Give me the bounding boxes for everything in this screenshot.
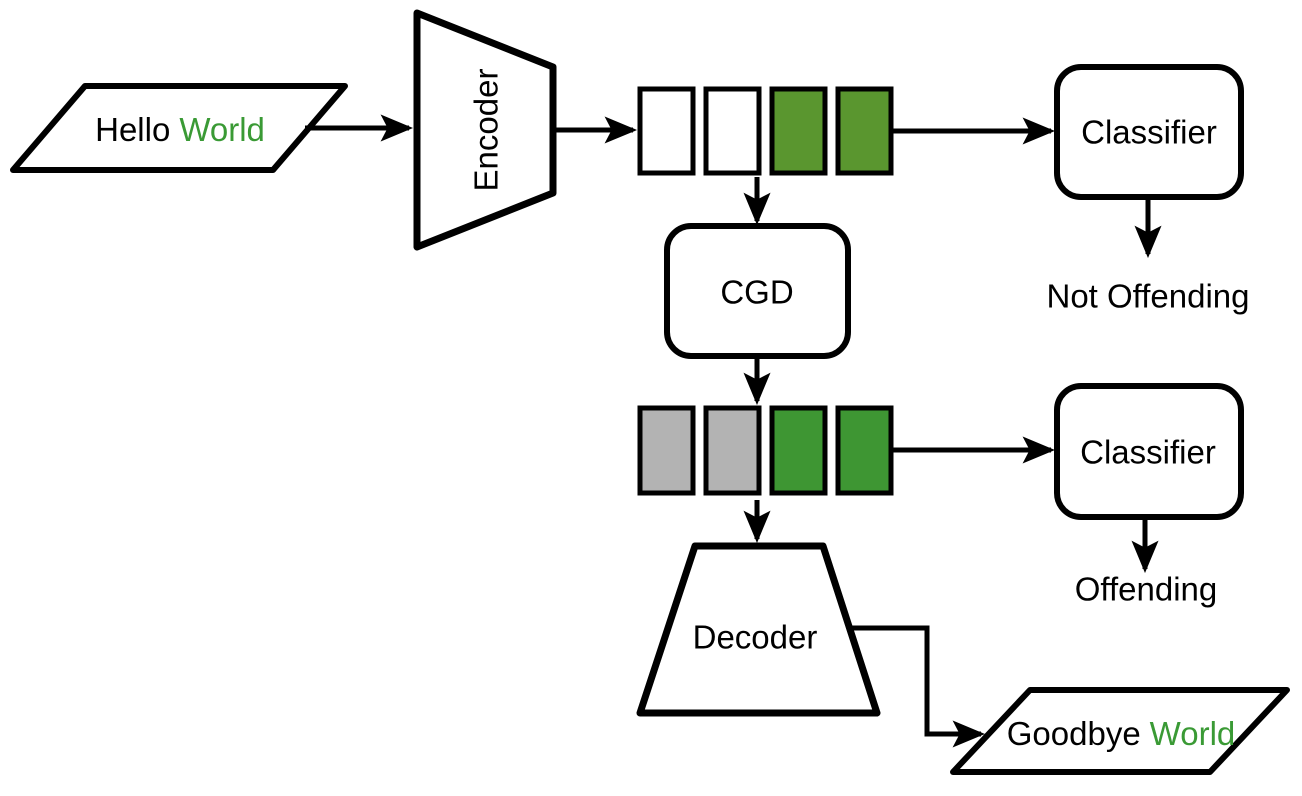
- result-offending-label: Offending: [1075, 571, 1218, 608]
- result-not-offending-label: Not Offending: [1046, 278, 1249, 315]
- classifier-top-box: [1054, 64, 1244, 200]
- latent-row-bottom: [637, 405, 894, 496]
- latent-bottom-cell-3: [769, 405, 828, 496]
- encoder-trapezoid: [413, 9, 557, 251]
- cgd-node: CGD: [664, 223, 851, 359]
- latent-top-cell-3: [769, 86, 828, 176]
- latent-top-cell-2: [703, 86, 762, 176]
- decoder-label: Decoder: [693, 619, 818, 656]
- decoder-trapezoid: [636, 542, 881, 717]
- classifier-top-label: Classifier: [1081, 114, 1217, 151]
- latent-top-cell-1: [637, 86, 696, 176]
- latent-bottom-cell-1: [637, 405, 696, 496]
- classifier-bottom-node: Classifier: [1054, 383, 1244, 520]
- classifier-bottom-box: [1054, 383, 1244, 520]
- latent-bottom-cell-4: [835, 405, 894, 496]
- cgd-label: CGD: [720, 274, 793, 311]
- latent-row-top: [637, 86, 894, 176]
- decoder-node: Decoder: [636, 542, 881, 717]
- encoder-node: Encoder: [413, 9, 557, 251]
- latent-top-cell-4: [835, 86, 894, 176]
- classifier-top-node: Classifier: [1054, 64, 1244, 200]
- latent-bottom-cell-2: [703, 405, 762, 496]
- encoder-label: Encoder: [468, 69, 505, 192]
- connector-decoder-to-output: [850, 625, 986, 748]
- output-parallelogram: [950, 687, 1290, 775]
- input-parallelogram: [10, 83, 348, 173]
- classifier-bottom-label: Classifier: [1080, 434, 1216, 471]
- cgd-box: [664, 223, 851, 359]
